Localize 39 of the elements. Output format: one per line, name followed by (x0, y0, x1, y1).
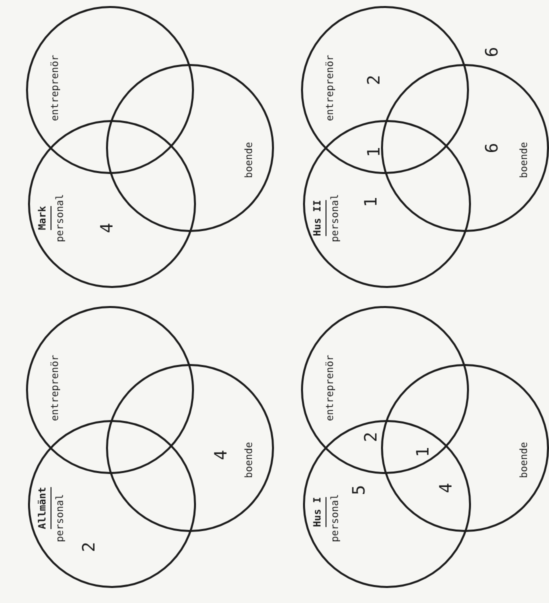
venn-circle (26, 306, 194, 474)
diagram-heading: Hus II (314, 200, 326, 236)
venn-circle (303, 120, 471, 288)
venn-circle (303, 420, 471, 588)
set-label: personal (331, 494, 341, 542)
venn-circle (381, 364, 549, 532)
venn-circle (28, 120, 196, 288)
diagram-heading: Allmänt (38, 486, 52, 530)
venn-circle (301, 6, 469, 174)
venn-circle (28, 420, 196, 588)
venn-circle (26, 6, 194, 174)
set-label: boende (520, 142, 530, 178)
set-label: personal (331, 194, 341, 242)
count-number: 1 (364, 196, 380, 208)
count-number: 4 (438, 482, 456, 494)
count-number: 6 (484, 46, 502, 58)
count-number: 1 (366, 146, 384, 158)
count-number: 2 (364, 432, 380, 442)
set-label: entreprenör (51, 354, 61, 422)
count-number: 5 (352, 484, 368, 496)
count-number: 1 (416, 446, 432, 458)
set-label: entreprenör (326, 54, 336, 122)
count-number: 2 (366, 74, 384, 86)
count-number: 4 (214, 450, 230, 460)
set-label: boende (520, 442, 530, 478)
set-label: boende (245, 142, 255, 178)
venn-circle (301, 306, 469, 474)
set-label: boende (245, 442, 255, 478)
diagram-heading: Mark (38, 206, 52, 230)
set-label: personal (56, 494, 66, 542)
count-number: 4 (100, 222, 116, 234)
set-label: personal (56, 194, 66, 242)
venn-circle (381, 64, 549, 232)
count-number: 2 (82, 542, 98, 552)
venn-circle (106, 364, 274, 532)
diagram-heading: Hus I (314, 496, 326, 528)
set-label: entreprenör (51, 54, 61, 122)
count-number: 6 (484, 142, 502, 154)
set-label: entreprenör (326, 354, 336, 422)
